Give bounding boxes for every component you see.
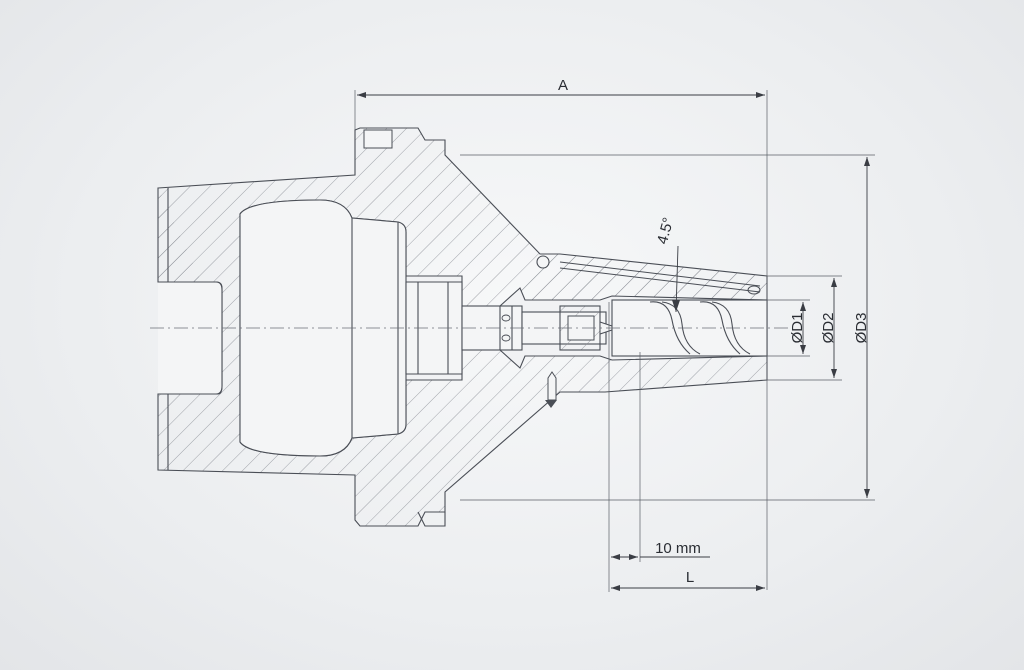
coolant-channel-top [559, 261, 761, 287]
dimension-L: 10 mm L [608, 302, 765, 592]
label-angle: 4.5° [654, 216, 677, 246]
dimension-D1: ØD1 [767, 299, 810, 357]
label-10mm: 10 mm [655, 540, 701, 557]
holder-body [157, 127, 768, 527]
spiral-groove-2b [711, 301, 751, 355]
dimension-D2: ØD2 [767, 275, 842, 381]
dimension-D3: ØD3 [460, 154, 875, 501]
lower-groove [417, 511, 446, 527]
label-D2: ØD2 [820, 313, 837, 344]
dimension-angle: 4.5° [654, 216, 680, 313]
dimension-A: A [354, 77, 768, 590]
orientation-notch [547, 371, 557, 401]
label-L: L [686, 569, 694, 586]
left-flange-slot [158, 281, 223, 395]
ball-detent [536, 255, 550, 269]
spiral-groove-1 [649, 301, 691, 355]
drive-key-slot [363, 129, 393, 149]
stud-hole-top [501, 314, 511, 322]
label-D1: ØD1 [789, 313, 806, 344]
coolant-outlet [747, 285, 761, 295]
coolant-channel-bottom [559, 267, 761, 293]
spiral-groove-1b [661, 301, 701, 355]
spiral-groove-2 [699, 301, 741, 355]
stud-hole-bottom [501, 334, 511, 342]
angle-arrow [672, 300, 680, 312]
label-A: A [558, 77, 568, 94]
label-D3: ØD3 [853, 313, 870, 344]
orientation-tip [545, 400, 557, 408]
